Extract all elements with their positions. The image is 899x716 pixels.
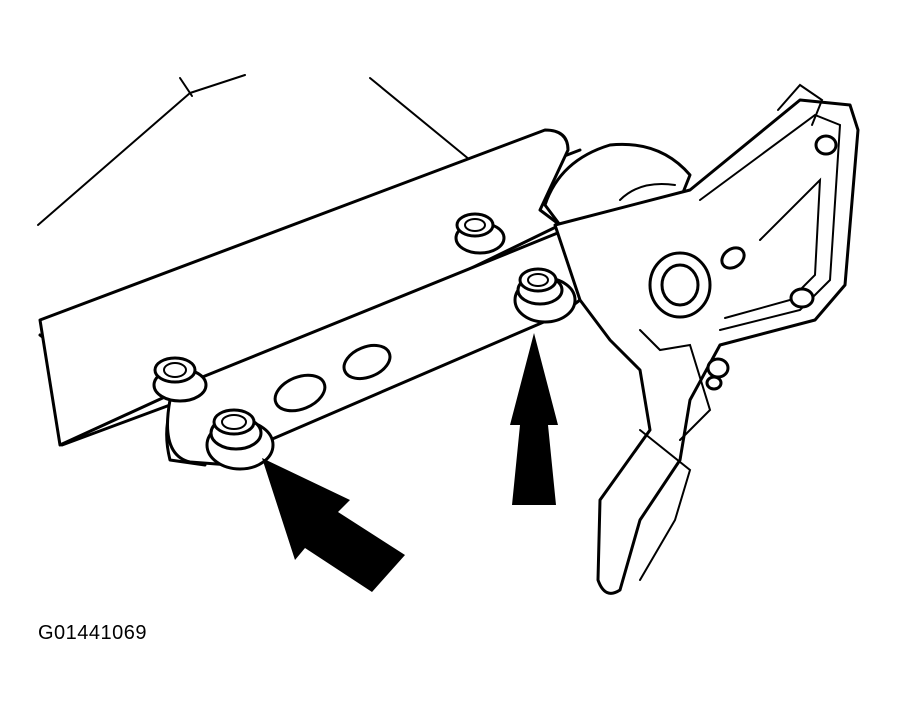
plate-hole-2 <box>814 134 838 156</box>
mounting-plate <box>553 83 860 595</box>
arrow-lower-bushing <box>262 458 405 592</box>
figure-id-label: G01441069 <box>38 622 148 644</box>
arrow-upper-bushing <box>510 333 558 505</box>
plate-hole-4 <box>706 357 730 379</box>
lower-bushing <box>205 408 275 471</box>
lever-slot-2 <box>342 343 392 381</box>
upper-bushing <box>513 267 577 324</box>
plate-hole-5 <box>705 375 723 391</box>
plate-hole-1 <box>720 246 746 270</box>
lower-rear-bushing <box>152 356 208 403</box>
plate-hole-3 <box>789 287 815 309</box>
lever-slot-1 <box>273 373 327 413</box>
pedal-lever-arm <box>38 128 582 467</box>
upper-rear-bushing <box>454 212 506 255</box>
